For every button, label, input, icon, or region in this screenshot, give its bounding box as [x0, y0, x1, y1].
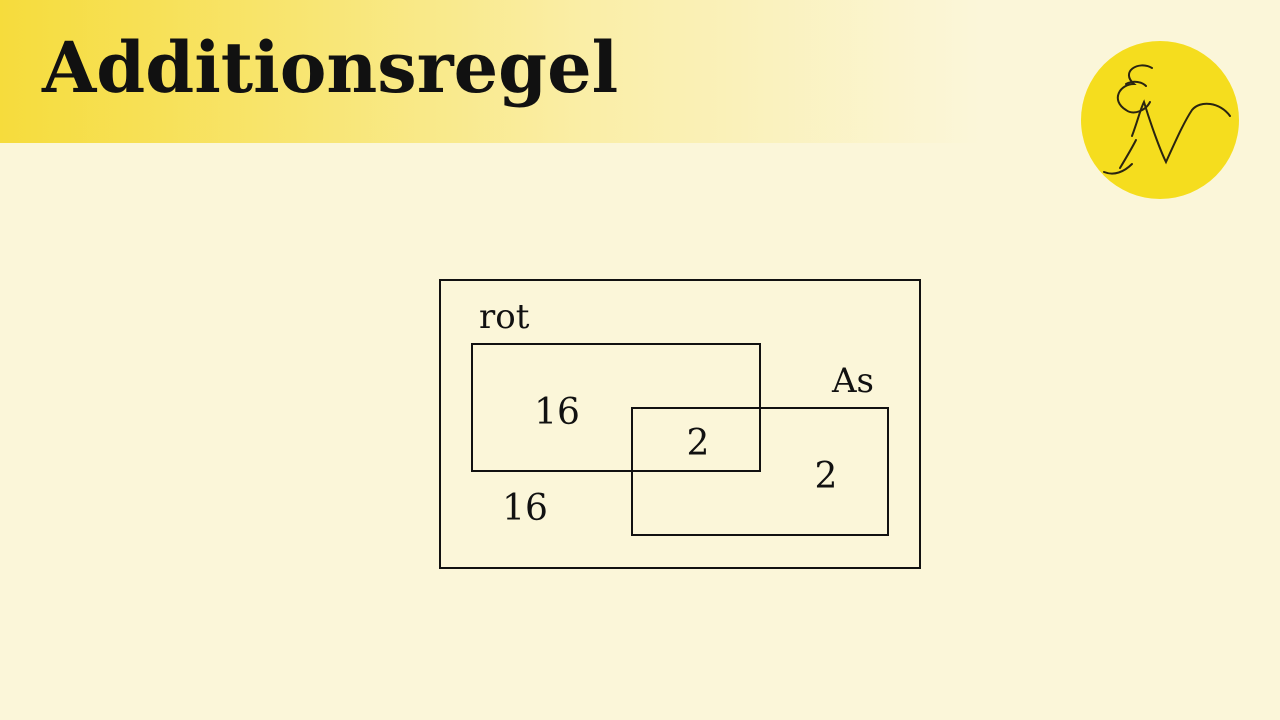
only-b-value: 2: [815, 456, 838, 497]
title-band: [0, 0, 980, 143]
monogram-logo-icon: EN: [1081, 41, 1239, 199]
set-b-label: As: [831, 361, 874, 401]
page-title: Additionsregel: [42, 26, 619, 109]
set-b-rectangle: [631, 407, 889, 536]
outside-value: 16: [502, 488, 548, 529]
intersection-value: 2: [687, 423, 710, 464]
universe-rectangle: [439, 279, 921, 569]
only-a-value: 16: [534, 392, 580, 433]
set-a-label: rot: [479, 297, 530, 337]
